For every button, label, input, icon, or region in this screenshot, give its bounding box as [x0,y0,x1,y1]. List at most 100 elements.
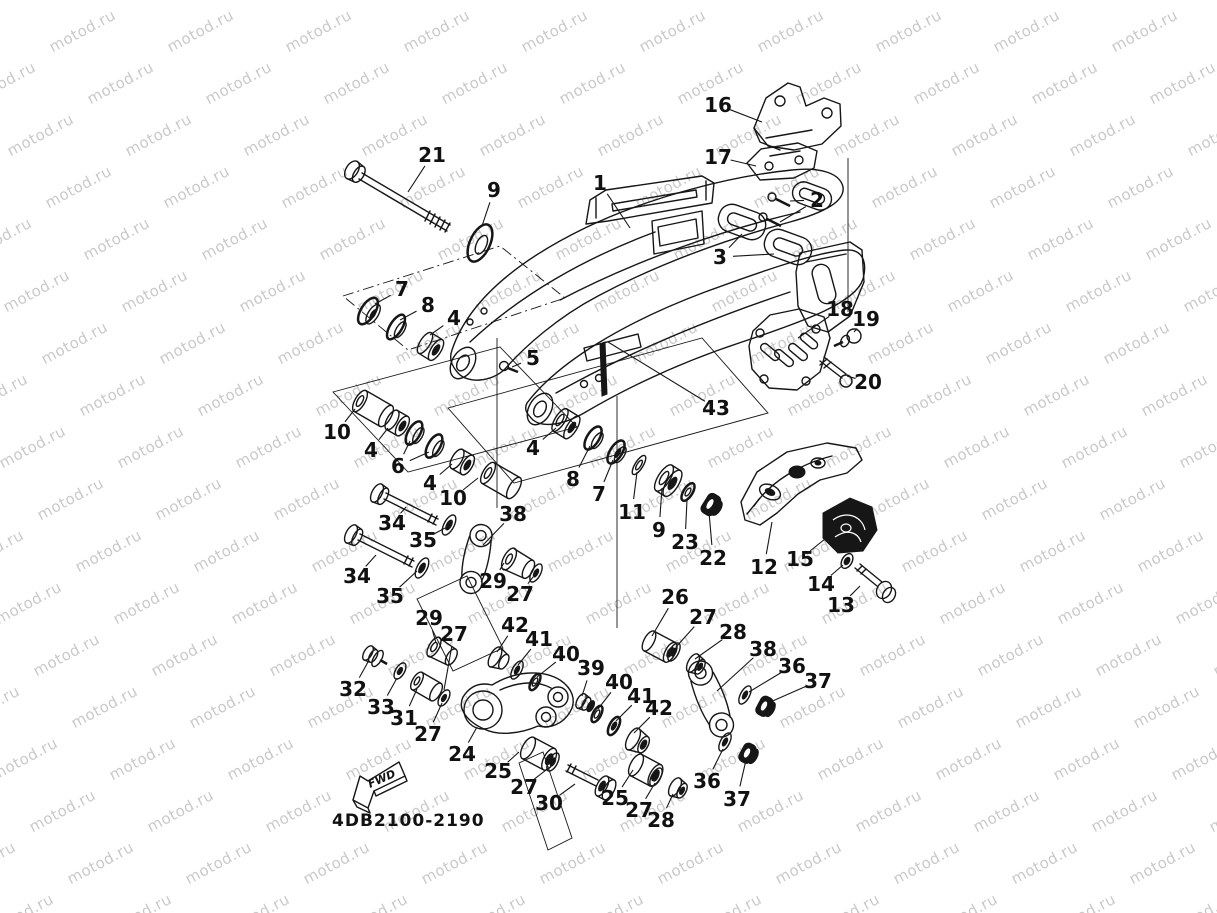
callout-32: 32 [339,677,367,701]
leader-line-41 [615,704,633,722]
leader-line-18 [797,315,830,339]
leader-line-27 [645,782,656,800]
callout-27: 27 [689,605,717,629]
leader-line-17 [730,159,757,167]
leader-line-33 [386,677,398,696]
callout-30: 30 [535,791,563,815]
leader-line-12 [765,521,773,555]
leader-line-2 [779,206,807,223]
chain-guide [740,442,897,604]
relay-arm-group [460,646,651,754]
leader-line-39 [581,680,588,697]
leader-line-8 [578,445,591,468]
callout-7: 7 [592,482,606,506]
callout-43: 43 [702,396,730,420]
leader-line-9 [659,487,663,518]
leader-line-1 [606,193,631,229]
leader-line-28 [694,639,723,660]
leader-line-8 [399,310,417,321]
leader-line-42 [496,635,509,653]
lower-left-hardware [362,636,458,707]
callout-9: 9 [487,178,501,202]
leader-line-4 [542,427,557,440]
callout-37: 37 [723,787,751,811]
callout-31: 31 [390,706,418,730]
callout-14: 14 [807,572,835,596]
callout-21: 21 [418,143,446,167]
leader-line-9 [481,202,491,227]
leader-line-25 [621,769,634,788]
leader-line-29 [499,562,505,571]
chain-roller-brackets [746,82,842,181]
callout-10: 10 [323,420,351,444]
clevis-bolt [498,360,519,374]
callout-28: 28 [647,808,675,832]
leader-line-15 [809,534,831,552]
callout-29: 29 [479,569,507,593]
callout-25: 25 [601,786,629,810]
callout-25: 25 [484,759,512,783]
callout-27: 27 [625,798,653,822]
callout-11: 11 [618,500,646,524]
callout-20: 20 [854,370,882,394]
callout-4: 4 [423,471,437,495]
callout-40: 40 [605,670,633,694]
callout-18: 18 [826,297,854,321]
callout-1: 1 [593,171,607,195]
callout-39: 39 [577,656,605,680]
callout-35: 35 [376,584,404,608]
callout-27: 27 [440,622,468,646]
leader-line-42 [633,716,651,734]
callout-27: 27 [510,775,538,799]
leader-line-43 [607,341,706,402]
part-code-label: 4DB2100-2190 [332,811,485,831]
leader-line-10 [344,408,356,423]
callout-29: 29 [415,606,443,630]
leader-line-29 [431,630,437,644]
callout-12: 12 [750,555,778,579]
leader-line-26 [651,607,669,637]
callout-5: 5 [526,346,540,370]
leader-line-13 [849,585,861,597]
callout-15: 15 [786,547,814,571]
callout-41: 41 [627,684,655,708]
callout-38: 38 [499,502,527,526]
callout-3: 3 [713,245,727,269]
callout-40: 40 [552,642,580,666]
callout-24: 24 [448,742,476,766]
leader-line-36 [748,672,782,693]
callout-27: 27 [414,722,442,746]
leader-line-7 [603,459,614,483]
leader-line-27 [675,626,695,648]
callout-27: 27 [506,582,534,606]
upper-link-hardware [343,483,543,595]
leader-line-28 [665,793,674,809]
callout-22: 22 [699,546,727,570]
callout-36: 36 [778,654,806,678]
leader-line-32 [358,661,369,678]
callout-42: 42 [501,613,529,637]
leader-line-25 [507,751,520,763]
leader-line-4 [439,463,453,475]
callout-23: 23 [671,530,699,554]
leader-line-35 [399,570,418,588]
leader-line-38 [716,657,754,692]
leader-line-40 [597,691,612,710]
pivot-bolt [343,160,494,263]
callout-26: 26 [661,585,689,609]
left-bushing-row [351,389,523,500]
leader-line-31 [408,688,418,707]
callout-4: 4 [447,306,461,330]
leader-line-30 [559,783,576,796]
leader-line-27 [533,766,551,780]
callout-9: 9 [652,518,666,542]
leader-line-37 [767,685,807,704]
callout-6: 6 [391,454,405,478]
callout-17: 17 [704,145,732,169]
leader-line-3 [732,253,775,257]
callout-37: 37 [804,669,832,693]
callout-13: 13 [827,593,855,617]
